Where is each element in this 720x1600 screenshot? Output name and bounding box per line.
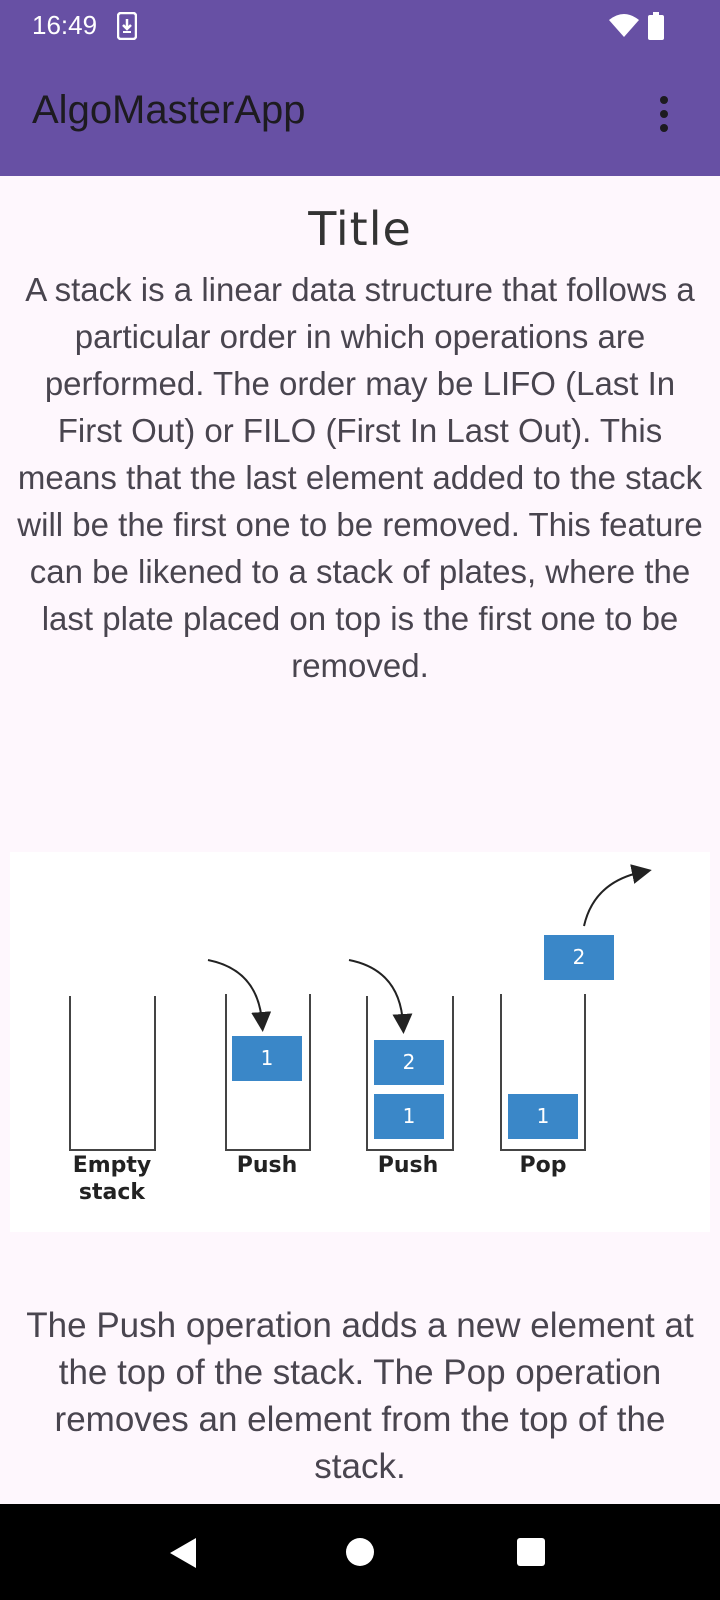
stack-diagram-image: 1 2 1 1 2 Empty stack Push Push Pop bbox=[10, 852, 710, 1232]
status-bar: 16:49 bbox=[0, 0, 720, 52]
app-bar: AlgoMasterApp bbox=[0, 52, 720, 176]
label-push-2: Push bbox=[378, 1153, 439, 1178]
label-empty: Empty bbox=[73, 1153, 152, 1178]
label-stack: stack bbox=[79, 1180, 146, 1205]
download-notification-icon bbox=[117, 12, 137, 40]
block-label: 2 bbox=[573, 945, 586, 969]
recents-icon[interactable] bbox=[516, 1537, 546, 1567]
stack-diagram-svg: 1 2 1 1 2 Empty stack Push Push Pop bbox=[69, 864, 652, 1205]
stack-container-push1 bbox=[225, 994, 311, 1151]
block-label: 1 bbox=[403, 1104, 416, 1128]
stack-container-pop bbox=[500, 994, 586, 1151]
back-icon[interactable] bbox=[168, 1536, 198, 1570]
overflow-menu-icon[interactable] bbox=[654, 94, 674, 134]
app-title: AlgoMasterApp bbox=[32, 88, 306, 132]
stack-container-empty bbox=[69, 996, 156, 1151]
block-popped-2 bbox=[544, 935, 614, 980]
pop-arrow bbox=[583, 864, 652, 927]
wifi-icon bbox=[609, 14, 639, 37]
block-label: 2 bbox=[403, 1050, 416, 1074]
push-pop-paragraph: The Push operation adds a new element at… bbox=[26, 1306, 694, 1486]
battery-icon bbox=[648, 12, 664, 40]
label-pop: Pop bbox=[520, 1153, 567, 1178]
page-title: Title bbox=[308, 202, 412, 256]
intro-paragraph: A stack is a linear data structure that … bbox=[17, 271, 703, 684]
content-scroll-area[interactable]: Title A stack is a linear data structure… bbox=[0, 176, 720, 1504]
push-arrow-1 bbox=[207, 959, 272, 1032]
block-label: 1 bbox=[261, 1046, 274, 1070]
block-push1-1 bbox=[232, 1036, 302, 1081]
status-time: 16:49 bbox=[32, 10, 98, 40]
push-arrow-2 bbox=[348, 959, 413, 1034]
block-pop-1 bbox=[508, 1094, 578, 1139]
label-push-1: Push bbox=[237, 1153, 298, 1178]
block-push2-2 bbox=[374, 1040, 444, 1085]
block-label: 1 bbox=[537, 1104, 550, 1128]
stack-container-push2 bbox=[366, 996, 454, 1151]
navigation-bar bbox=[0, 1504, 720, 1600]
block-push2-1 bbox=[374, 1094, 444, 1139]
home-icon[interactable] bbox=[345, 1537, 375, 1567]
